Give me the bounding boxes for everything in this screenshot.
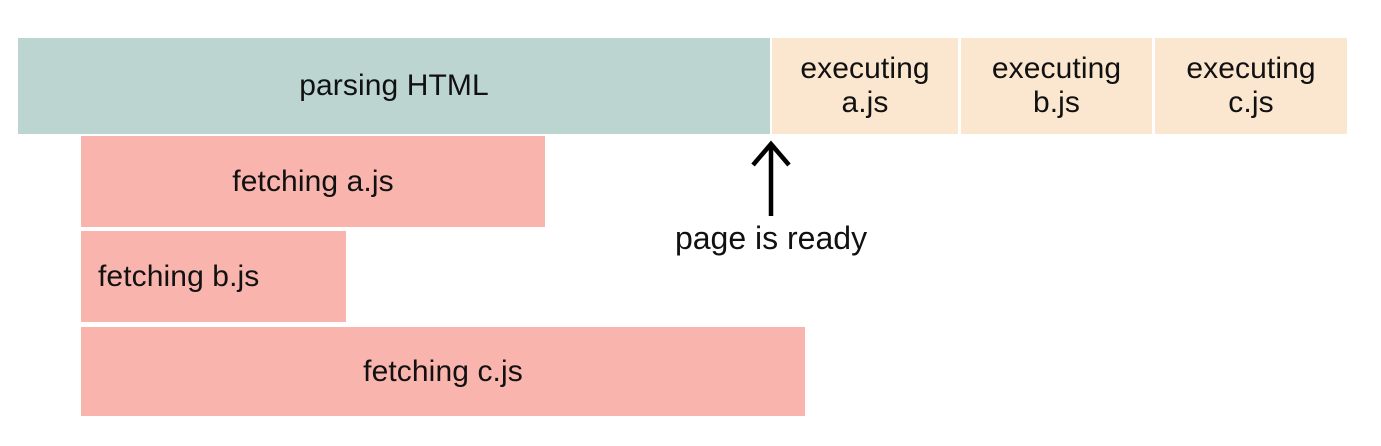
fetching-a-js-bar: fetching a.js <box>81 136 545 227</box>
executing-c-js-bar: executing c.js <box>1155 38 1347 134</box>
fetching-b-js-bar: fetching b.js <box>81 231 346 322</box>
fetching-c-js-bar: fetching c.js <box>81 327 805 416</box>
arrow-up-icon <box>745 140 797 218</box>
parsing-html-bar: parsing HTML <box>18 38 770 134</box>
page-is-ready-label: page is ready <box>674 220 868 256</box>
executing-b-js-bar: executing b.js <box>961 38 1152 134</box>
executing-a-js-bar: executing a.js <box>772 38 958 134</box>
